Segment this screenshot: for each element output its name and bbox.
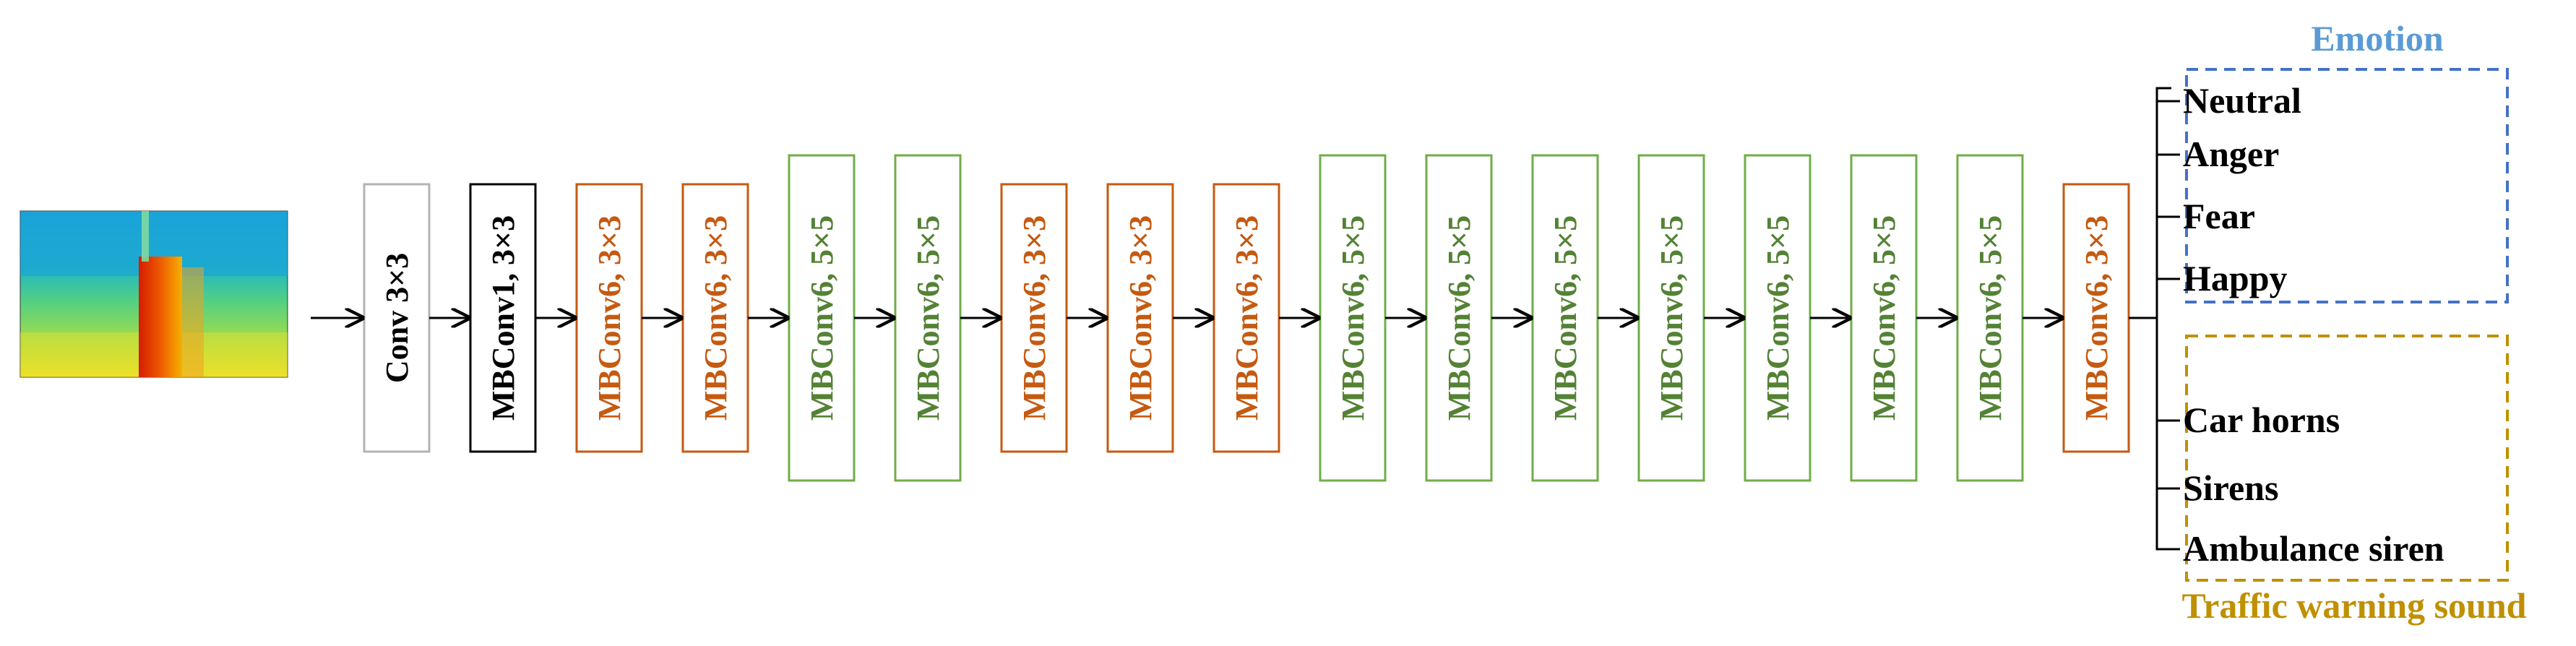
block-15: MBConv6, 5×5 (1850, 154, 1918, 482)
block-label: MBConv6, 3×3 (1229, 215, 1265, 421)
block-label: MBConv1, 3×3 (486, 215, 521, 421)
block-label: MBConv6, 5×5 (1335, 215, 1371, 421)
output-bracket (2129, 87, 2171, 551)
emotion-class-1: Neutral (2157, 80, 2301, 121)
block-frame (788, 154, 856, 482)
block-label: MBConv6, 3×3 (2079, 215, 2114, 421)
block-label: MBConv6, 3×3 (1017, 215, 1052, 421)
block-frame (1319, 154, 1387, 482)
traffic-class-1: Car horns (2157, 400, 2340, 440)
class-label: Neutral (2183, 80, 2301, 121)
block-10: MBConv6, 5×5 (1319, 154, 1387, 482)
block-frame (2062, 183, 2130, 453)
traffic-box (2185, 335, 2509, 582)
block-frame (1637, 154, 1705, 482)
block-label: MBConv6, 5×5 (1548, 215, 1583, 421)
class-label: Car horns (2183, 400, 2340, 440)
block-frame (1425, 154, 1493, 482)
block-label: MBConv6, 5×5 (910, 215, 946, 421)
class-label: Anger (2183, 134, 2279, 174)
class-label: Happy (2183, 258, 2288, 298)
block-frame (894, 154, 962, 482)
block-17: MBConv6, 3×3 (2062, 183, 2130, 453)
block-16: MBConv6, 5×5 (1956, 154, 2024, 482)
traffic-title: Traffic warning sound (2182, 585, 2527, 626)
emotion-title: Emotion (2311, 18, 2444, 59)
class-label: Fear (2183, 196, 2255, 236)
emotion-class-4: Happy (2157, 258, 2288, 298)
block-1: Conv 3×3 (363, 183, 431, 453)
block-label: Conv 3×3 (379, 253, 415, 383)
block-2: MBConv1, 3×3 (469, 183, 537, 453)
block-label: MBConv6, 5×5 (1760, 215, 1796, 421)
block-label: MBConv6, 5×5 (1654, 215, 1689, 421)
input-spectrogram (20, 210, 288, 378)
class-label: Sirens (2183, 468, 2278, 508)
block-label: MBConv6, 5×5 (804, 215, 840, 421)
block-frame (575, 183, 643, 453)
block-7: MBConv6, 3×3 (1000, 183, 1068, 453)
block-frame (1212, 183, 1280, 453)
class-label: Ambulance siren (2183, 528, 2444, 569)
block-sequence: Conv 3×3 MBConv1, 3×3 MBConv6, 3×3 MBConv6,… (363, 154, 2130, 482)
traffic-class-3: Ambulance siren (2157, 528, 2444, 569)
block-5: MBConv6, 5×5 (788, 154, 856, 482)
block-frame (681, 183, 749, 453)
block-9: MBConv6, 3×3 (1212, 183, 1280, 453)
block-4: MBConv6, 3×3 (681, 183, 749, 453)
emotion-class-3: Fear (2157, 196, 2255, 236)
emotion-class-2: Anger (2157, 134, 2279, 174)
block-label: MBConv6, 5×5 (1442, 215, 1477, 421)
block-frame (1531, 154, 1599, 482)
block-11: MBConv6, 5×5 (1425, 154, 1493, 482)
block-13: MBConv6, 5×5 (1637, 154, 1705, 482)
block-8: MBConv6, 3×3 (1106, 183, 1174, 453)
bracket-line (2155, 87, 2171, 551)
block-12: MBConv6, 5×5 (1531, 154, 1599, 482)
block-label: MBConv6, 3×3 (698, 215, 733, 421)
block-label: MBConv6, 5×5 (1973, 215, 2008, 421)
emotion-box (2185, 68, 2509, 303)
traffic-class-2: Sirens (2157, 468, 2278, 508)
block-14: MBConv6, 5×5 (1744, 154, 1812, 482)
block-6: MBConv6, 5×5 (894, 154, 962, 482)
block-3: MBConv6, 3×3 (575, 183, 643, 453)
block-frame (1106, 183, 1174, 453)
block-frame (1956, 154, 2024, 482)
block-label: MBConv6, 5×5 (1866, 215, 1902, 421)
block-label: MBConv6, 3×3 (1123, 215, 1158, 421)
block-label: MBConv6, 3×3 (592, 215, 627, 421)
block-frame (1000, 183, 1068, 453)
